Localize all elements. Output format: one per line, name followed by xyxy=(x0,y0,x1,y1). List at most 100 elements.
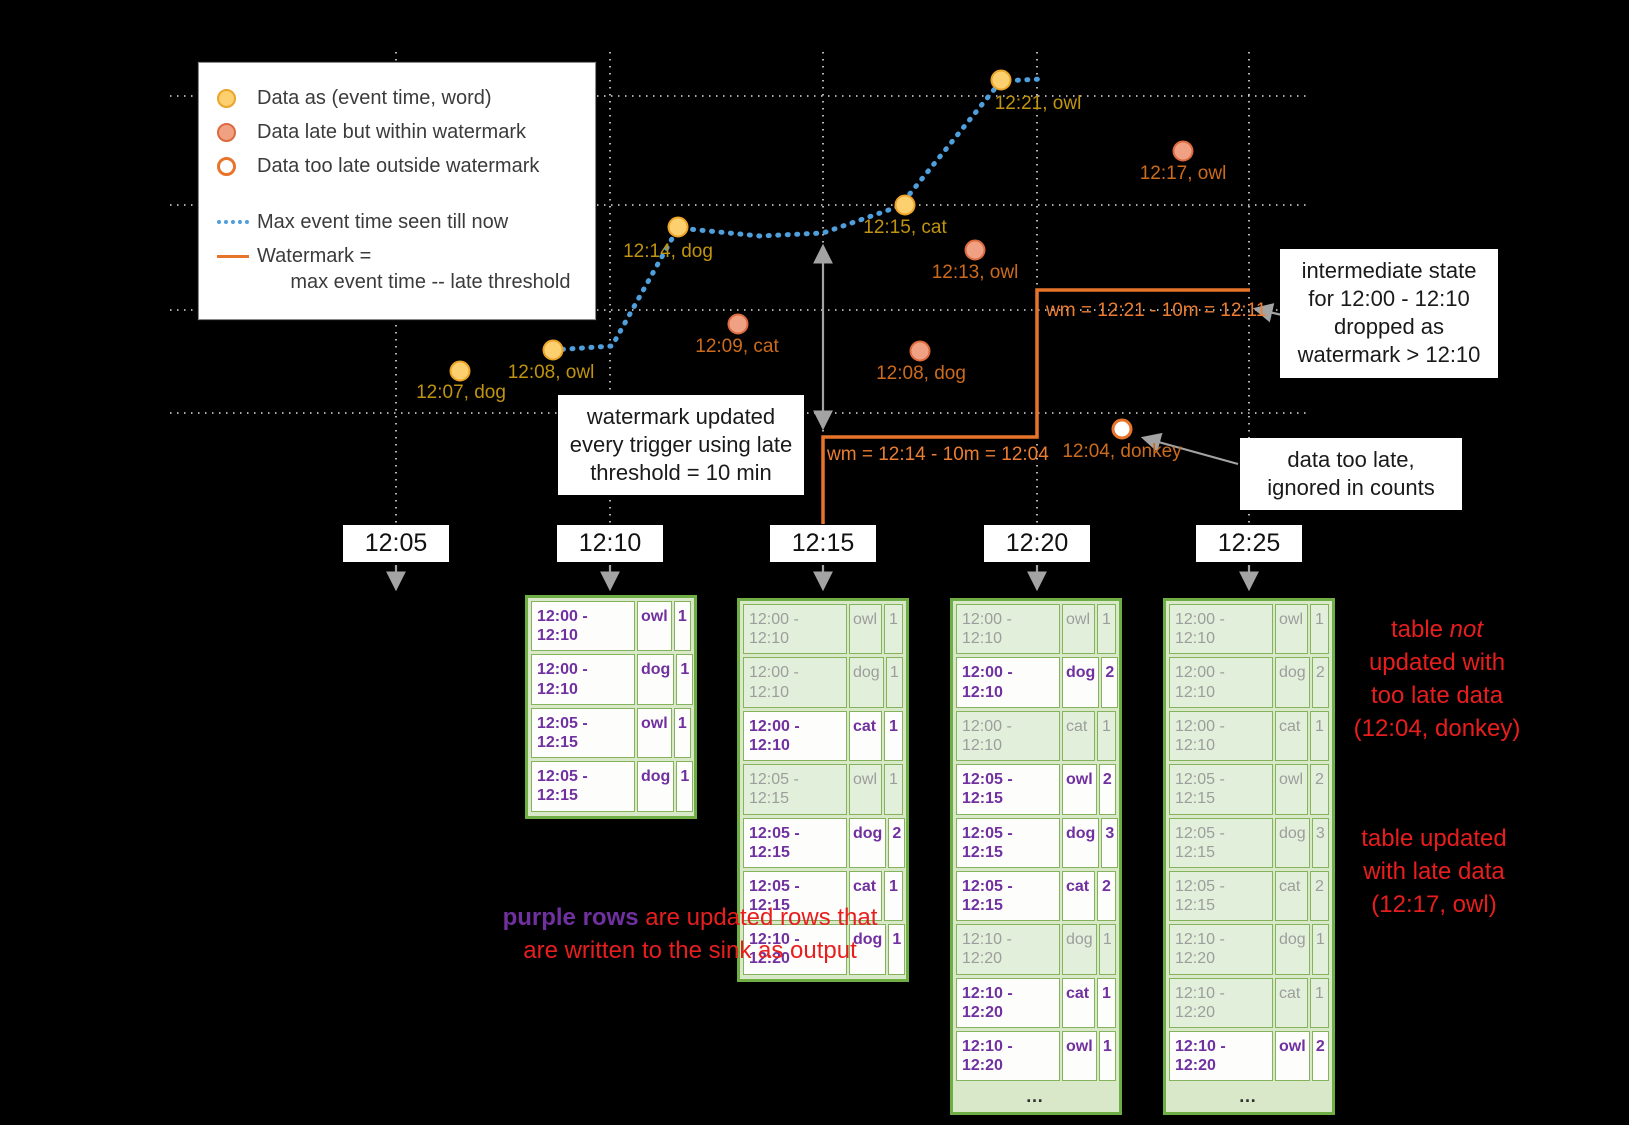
table-cell-cnt: 1 xyxy=(1097,604,1116,655)
time-box-1210: 12:10 xyxy=(557,525,663,562)
table-cell-word: dog xyxy=(849,924,887,975)
table-cell-win: 12:10 - 12:20 xyxy=(1169,977,1273,1028)
table-cell-word: dog xyxy=(1275,924,1310,975)
data-point-ontime xyxy=(894,194,916,216)
table-cell-cnt: 1 xyxy=(884,764,903,815)
table-cell-win: 12:10 - 12:20 xyxy=(1169,1031,1273,1082)
table-cell-word: cat xyxy=(1275,977,1308,1028)
legend-label: Data as (event time, word) xyxy=(257,87,492,109)
time-box-1215: 12:15 xyxy=(770,525,876,562)
legend-item-toolate: Data too late outside watermark xyxy=(217,153,577,179)
table-cell-cnt: 1 xyxy=(1311,924,1329,975)
table-cell-word: dog xyxy=(1275,817,1310,868)
table-cell-cnt: 2 xyxy=(1101,657,1119,708)
table-cell-cnt: 1 xyxy=(1310,710,1329,762)
solid-line-icon xyxy=(217,243,257,269)
data-point-ontime xyxy=(542,339,564,361)
table-cell-win: 12:05 - 12:15 xyxy=(1169,764,1273,815)
table-cell-win: 12:00 - 12:10 xyxy=(743,657,847,708)
table-cell-word: cat xyxy=(1275,870,1308,922)
table-cell-win: 12:10 - 12:20 xyxy=(956,1031,1060,1082)
table-cell-word: cat xyxy=(1062,977,1095,1028)
purple-rows-highlight: purple rows xyxy=(502,904,639,932)
table-cell-win: 12:10 - 12:20 xyxy=(743,924,847,975)
legend-item-late: Data late but within watermark xyxy=(217,119,577,145)
legend-item-ontime: Data as (event time, word) xyxy=(217,85,577,111)
table-cell-cnt: 2 xyxy=(1310,764,1329,815)
callout-watermark-updated: watermark updated every trigger using la… xyxy=(558,395,804,496)
table-cell-word: owl xyxy=(1275,764,1308,815)
watermark-value-1215: wm = 12:14 - 10m = 12:04 xyxy=(827,444,1049,465)
table-cell-word: cat xyxy=(1062,870,1095,922)
annotation-not-updated-too-late: table not updated with too late data (12… xyxy=(1332,580,1542,746)
data-point-label: 12:21, owl xyxy=(994,93,1082,114)
table-cell-win: 12:05 - 12:15 xyxy=(743,870,847,922)
table-cell-win: 12:00 - 12:10 xyxy=(743,710,847,762)
intermediate-state-arrow xyxy=(1252,303,1283,323)
data-point-label: 12:08, dog xyxy=(876,363,966,384)
annotation-purple-rows: purple rows are updated rows that are wr… xyxy=(460,868,920,967)
table-cell-word: owl xyxy=(1062,1031,1097,1082)
data-point-label: 12:04, donkey xyxy=(1062,441,1182,462)
table-cell-word: cat xyxy=(849,870,882,922)
annotation-updated-with-late-data: table updated with late data (12:17, owl… xyxy=(1361,825,1507,919)
table-cell-cnt: 1 xyxy=(1310,977,1329,1028)
time-box-1205: 12:05 xyxy=(343,525,449,562)
data-point-ontime xyxy=(449,360,471,382)
table-cell-win: 12:10 - 12:20 xyxy=(956,924,1060,975)
legend-label: Watermark = max event time -- late thres… xyxy=(257,245,571,293)
data-point-late xyxy=(1172,140,1194,162)
data-point-label: 12:07, dog xyxy=(416,382,506,403)
time-box-1220: 12:20 xyxy=(984,525,1090,562)
table-cell-cnt: 1 xyxy=(884,604,903,655)
table-cell-cnt: 1 xyxy=(884,870,903,922)
annotation-text: table xyxy=(1390,616,1450,644)
dotted-line-icon xyxy=(217,209,257,235)
annotation-italic-not: not xyxy=(1449,616,1484,644)
table-cell-cnt: 1 xyxy=(673,707,691,759)
table-cell-cnt: 1 xyxy=(676,654,694,705)
data-point-label: 12:17, owl xyxy=(1139,163,1227,184)
legend-label: Data late but within watermark xyxy=(257,121,527,143)
table-cell-win: 12:00 - 12:10 xyxy=(1169,604,1273,655)
table-cell-cnt: 2 xyxy=(1311,657,1329,708)
data-point-ontime xyxy=(990,69,1012,91)
data-point-ontime xyxy=(667,216,689,238)
table-cell-cnt: 1 xyxy=(673,601,691,652)
table-cell-word: owl xyxy=(1275,604,1308,655)
table-cell-win: 12:00 - 12:10 xyxy=(956,604,1060,655)
table-cell-win: 12:05 - 12:15 xyxy=(956,870,1060,922)
annotation-text: are updated rows that are written to the… xyxy=(523,904,878,965)
table-cell-word: dog xyxy=(849,817,887,868)
table-cell-win: 12:05 - 12:15 xyxy=(531,761,635,812)
table-cell-win: 12:00 - 12:10 xyxy=(1169,657,1273,708)
table-cell-win: 12:05 - 12:15 xyxy=(1169,870,1273,922)
table-cell-win: 12:00 - 12:10 xyxy=(531,654,635,705)
table-cell-win: 12:00 - 12:10 xyxy=(956,710,1060,762)
data-point-label: 12:14, dog xyxy=(623,241,713,262)
table-cell-win: 12:10 - 12:20 xyxy=(956,977,1060,1028)
legend-item-watermark: Watermark = max event time -- late thres… xyxy=(217,243,577,295)
watermark-step-line xyxy=(821,288,1250,524)
table-cell-cnt: 1 xyxy=(1310,604,1329,655)
data-point-label: 12:08, owl xyxy=(507,362,595,383)
table-cell-win: 12:00 - 12:10 xyxy=(956,657,1060,708)
table-cell-word: owl xyxy=(849,604,882,655)
table-cell-cnt: 2 xyxy=(1098,764,1116,815)
